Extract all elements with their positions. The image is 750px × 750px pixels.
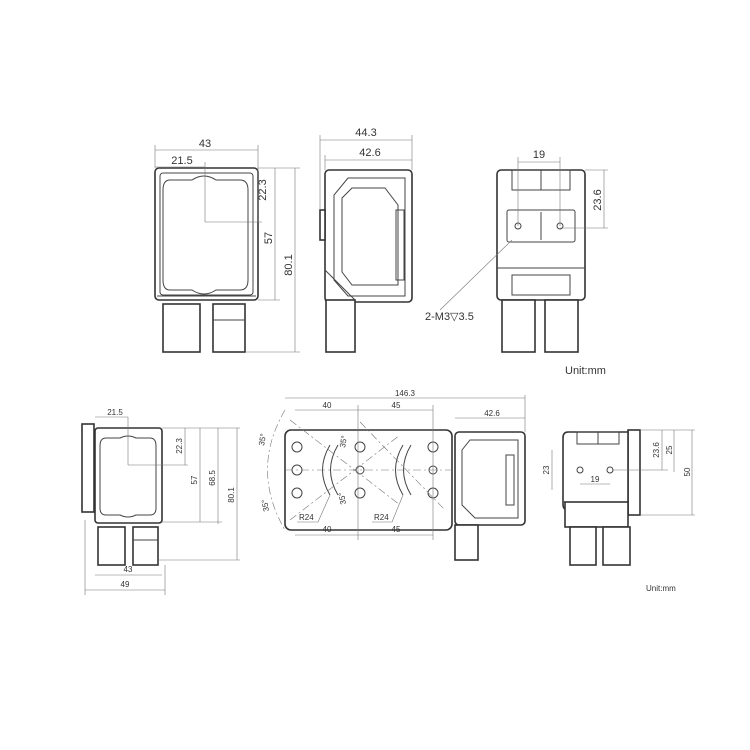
dim-overall-length: 146.3 (395, 389, 416, 398)
top-front-view: 43 21.5 22.3 57 80.1 (154, 138, 300, 353)
bottom-rear-view: 23.6 25 50 19 23 Unit:mm (542, 429, 695, 593)
dim-spacing-a-bottom: 40 (323, 525, 332, 534)
dim-half-width: 21.5 (171, 155, 192, 167)
dim-hole-spacing: 19 (533, 149, 545, 161)
dim-center-height: 22.3 (175, 438, 184, 454)
dim-hole-height: 23.6 (652, 442, 661, 458)
dim-plate-mid: 25 (665, 445, 674, 454)
dim-bracket-height: 68.5 (208, 470, 217, 486)
dim-spacing-b-bottom: 45 (392, 525, 401, 534)
thread-note: 2-M3▽3.5 (425, 311, 474, 323)
dim-hole-spacing: 19 (591, 475, 600, 484)
dim-width: 43 (199, 138, 211, 150)
bottom-front-view: 21.5 22.3 57 68.5 80.1 43 49 (81, 408, 240, 595)
dim-body-width: 43 (124, 565, 133, 574)
top-side-view: 44.3 42.6 (319, 127, 413, 353)
dim-plate-height: 50 (683, 467, 692, 476)
dim-overall-depth: 44.3 (355, 127, 376, 139)
radius-label: R24 (299, 513, 314, 522)
unit-label-bottom: Unit:mm (646, 584, 676, 593)
radius-label: R24 (374, 513, 389, 522)
dim-body-depth: 42.6 (359, 147, 380, 159)
angle-label: 35° (337, 492, 348, 505)
angle-label: 35° (338, 435, 349, 448)
bottom-bracket-view: 146.3 40 45 42.6 40 45 35° 35° 35° 35° R… (257, 389, 526, 561)
dim-total-height: 80.1 (227, 487, 236, 503)
dim-total-width: 49 (121, 580, 130, 589)
dim-spacing-b-top: 45 (392, 401, 401, 410)
dim-half-width: 21.5 (107, 408, 123, 417)
dim-body-height: 57 (190, 475, 199, 484)
unit-label-top: Unit:mm (565, 365, 606, 377)
dim-hole-height: 23.6 (592, 189, 604, 210)
angle-label: 35° (260, 499, 271, 512)
dim-spacing-a-top: 40 (323, 401, 332, 410)
dim-total-height: 80.1 (283, 254, 295, 275)
dim-offset: 23 (542, 465, 551, 474)
angle-label: 35° (257, 433, 268, 446)
dim-body-height: 57 (263, 232, 275, 244)
dim-center-height: 22.3 (257, 179, 269, 200)
dim-sensor-depth: 42.6 (484, 409, 500, 418)
top-rear-view: 19 23.6 2-M3▽3.5 Unit:mm (425, 149, 608, 377)
